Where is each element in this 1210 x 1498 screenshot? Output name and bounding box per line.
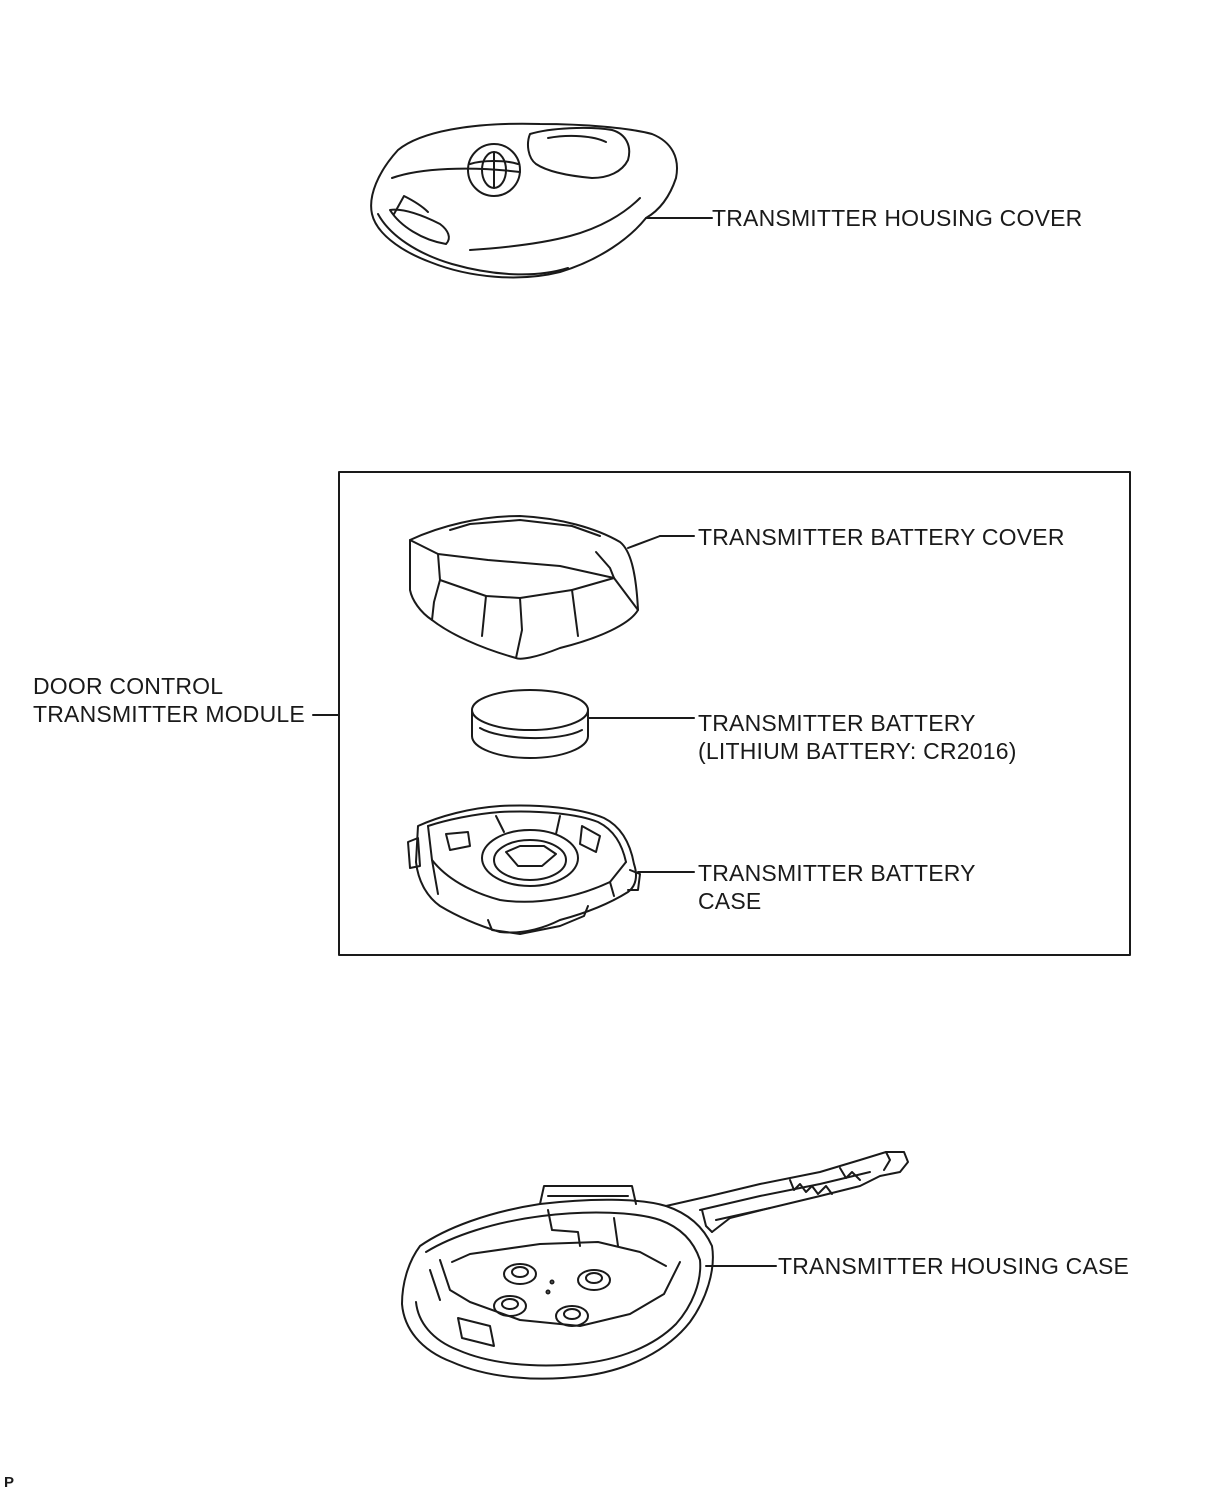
label-transmitter-battery-case-line2: CASE — [698, 888, 762, 914]
leader-battery-cover — [627, 535, 661, 549]
label-transmitter-housing-case: TRANSMITTER HOUSING CASE — [778, 1253, 1130, 1279]
transmitter-battery-case-part — [407, 804, 641, 935]
label-transmitter-battery-line1: TRANSMITTER BATTERY — [698, 710, 976, 736]
label-transmitter-housing-cover: TRANSMITTER HOUSING COVER — [712, 205, 1083, 231]
label-transmitter-battery-cover: TRANSMITTER BATTERY COVER — [698, 524, 1065, 550]
transmitter-module-box — [338, 471, 1131, 956]
label-transmitter-battery-line2: (LITHIUM BATTERY: CR2016) — [698, 738, 1017, 764]
label-door-control-transmitter-module: DOOR CONTROL TRANSMITTER MODULE — [33, 672, 305, 728]
label-module-line2: TRANSMITTER MODULE — [33, 701, 305, 727]
label-module-line1: DOOR CONTROL — [33, 673, 224, 699]
transmitter-battery-cover-part — [409, 515, 639, 660]
transmitter-housing-cover-part — [370, 122, 678, 279]
corner-mark: P — [4, 1474, 15, 1491]
label-transmitter-battery: TRANSMITTER BATTERY (LITHIUM BATTERY: CR… — [698, 709, 1017, 765]
transmitter-battery-part — [471, 689, 589, 759]
label-transmitter-battery-case-line1: TRANSMITTER BATTERY — [698, 860, 976, 886]
label-transmitter-battery-case: TRANSMITTER BATTERY CASE — [698, 859, 976, 915]
transmitter-housing-case-part — [401, 1151, 909, 1380]
